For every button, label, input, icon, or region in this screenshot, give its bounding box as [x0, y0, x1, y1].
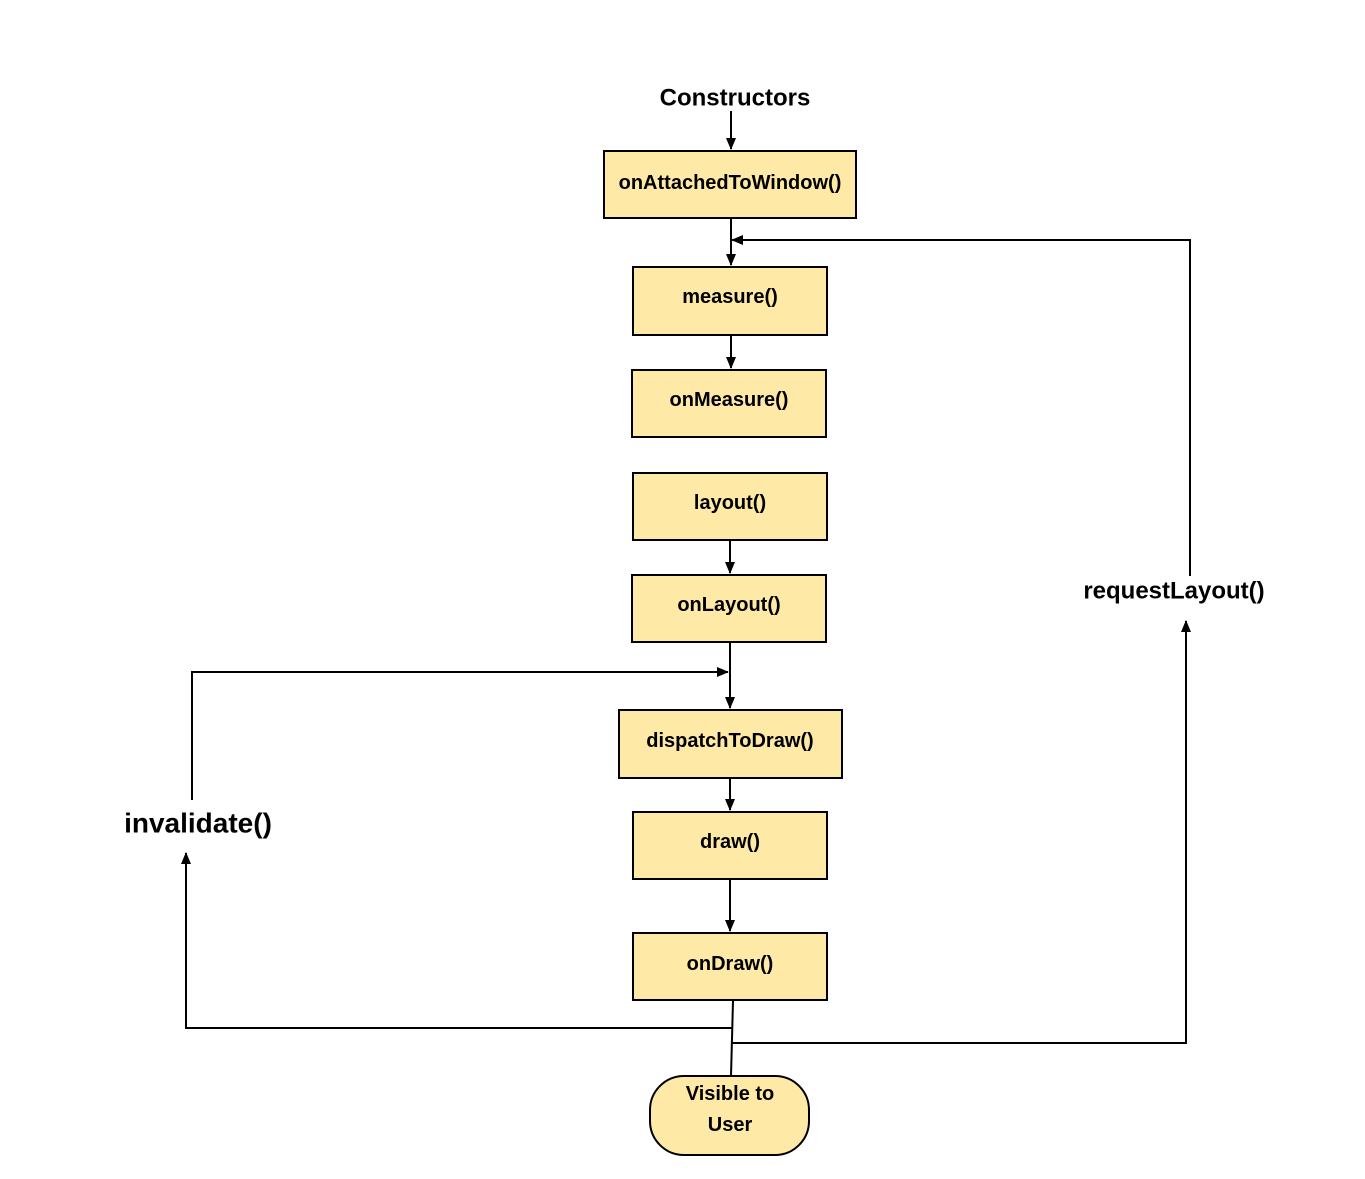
- node-visible-to-user: Visible to User: [649, 1075, 810, 1156]
- edge-ondraw-to-visible: [730, 1000, 734, 1077]
- node-on-measure-label: onMeasure(): [670, 389, 789, 411]
- node-on-attached-to-window-label: onAttachedToWindow(): [619, 172, 842, 194]
- node-draw-label: draw(): [700, 831, 760, 853]
- node-visible-line2: User: [708, 1114, 753, 1136]
- node-on-measure: onMeasure(): [631, 369, 827, 438]
- node-on-layout: onLayout(): [631, 574, 827, 643]
- node-on-draw: onDraw(): [632, 932, 828, 1001]
- request-layout-label: requestLayout(): [1083, 578, 1264, 605]
- node-visible-line1: Visible to: [686, 1083, 775, 1105]
- constructors-label: Constructors: [660, 85, 811, 112]
- node-on-attached-to-window: onAttachedToWindow(): [603, 150, 857, 219]
- node-dispatch-to-draw-label: dispatchToDraw(): [646, 730, 813, 752]
- node-draw: draw(): [632, 811, 828, 880]
- node-layout: layout(): [632, 472, 828, 541]
- edge-visible-to-invalidate: [181, 852, 732, 1029]
- edge-visible-to-requestlayout: [732, 620, 1191, 1044]
- node-measure: measure(): [632, 266, 828, 336]
- invalidate-label: invalidate(): [124, 808, 272, 839]
- node-on-layout-label: onLayout(): [677, 594, 780, 616]
- node-dispatch-to-draw: dispatchToDraw(): [618, 709, 843, 779]
- edge-invalidate-to-dispatch: [191, 667, 729, 800]
- node-layout-label: layout(): [694, 492, 766, 514]
- node-on-draw-label: onDraw(): [687, 953, 774, 975]
- edge-requestlayout-to-measure: [731, 235, 1191, 576]
- node-measure-label: measure(): [682, 286, 778, 308]
- edges: [181, 111, 1191, 1077]
